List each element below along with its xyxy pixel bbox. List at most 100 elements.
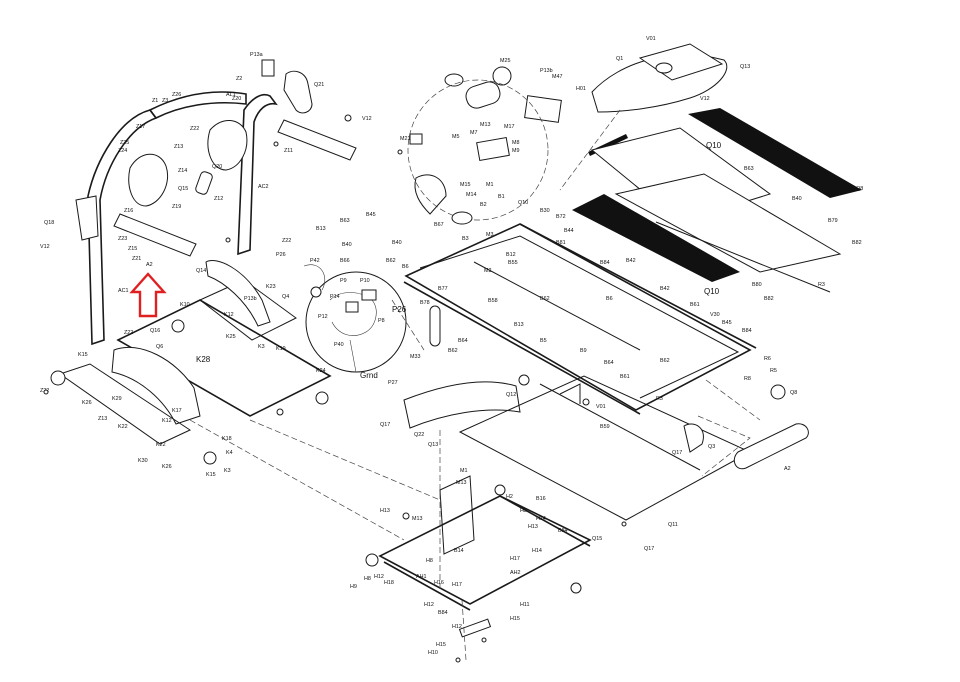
label-Grnd: Grnd bbox=[360, 371, 378, 380]
label-K3: K3 bbox=[258, 344, 265, 350]
lift-wheel-right bbox=[570, 582, 582, 594]
bolt bbox=[582, 398, 590, 406]
label-B3: B3 bbox=[462, 236, 469, 242]
label-K22b: K22 bbox=[156, 442, 166, 448]
label-B44: B44 bbox=[564, 228, 574, 234]
label-Q20: Q20 bbox=[212, 164, 222, 170]
label-H13: H13 bbox=[380, 508, 390, 514]
label-Q13: Q13 bbox=[428, 442, 438, 448]
label-Q17: Q17 bbox=[380, 422, 390, 428]
label-M13b: M13 bbox=[412, 516, 423, 522]
label-P13b: P13b bbox=[244, 296, 257, 302]
label-Q10c: Q10 bbox=[704, 287, 720, 296]
under-pan bbox=[403, 375, 752, 521]
label-B58: B58 bbox=[488, 298, 498, 304]
label-Z17: Z17 bbox=[136, 124, 145, 130]
label-B40: B40 bbox=[342, 242, 352, 248]
label-Z13: Z13 bbox=[174, 144, 183, 150]
label-B81: B81 bbox=[556, 240, 566, 246]
label-K3b: K3 bbox=[224, 468, 231, 474]
top-arch bbox=[148, 91, 247, 120]
base-plate bbox=[116, 299, 332, 417]
label-Z3: Z3 bbox=[162, 98, 168, 104]
label-H15b: H15 bbox=[436, 642, 446, 648]
rail-strip bbox=[539, 383, 701, 471]
label-H13b: H13 bbox=[528, 524, 538, 530]
label-P9: P9 bbox=[340, 278, 347, 284]
label-B61b: B61 bbox=[620, 374, 630, 380]
assembly-lines bbox=[189, 109, 761, 590]
arrow-marker bbox=[559, 383, 581, 404]
motor-bracket bbox=[476, 136, 510, 162]
label-B2: B2 bbox=[480, 202, 487, 208]
rear-bracket bbox=[683, 423, 704, 453]
label-B64: B64 bbox=[458, 338, 468, 344]
label-B62: B62 bbox=[386, 258, 396, 264]
label-Q10a: Q10 bbox=[518, 200, 528, 206]
label-R3b: R3 bbox=[818, 282, 825, 288]
label-Q13b: Q13 bbox=[740, 64, 750, 70]
label-P13c: P13b bbox=[540, 68, 553, 74]
label-H09: H9 bbox=[350, 584, 357, 590]
detail-circle bbox=[305, 271, 407, 373]
side-guard bbox=[75, 195, 99, 241]
connector-p10 bbox=[361, 289, 377, 301]
bottle bbox=[195, 171, 213, 195]
label-K4: K4 bbox=[226, 450, 233, 456]
bolt bbox=[455, 657, 461, 663]
label-H16: H16 bbox=[434, 580, 444, 586]
label-B41: B14 bbox=[454, 548, 464, 554]
label-P26b: P26 bbox=[392, 305, 407, 314]
label-B62c: B62 bbox=[448, 348, 458, 354]
label-Z20: Z20 bbox=[232, 96, 241, 102]
wheel-right bbox=[315, 391, 329, 405]
label-H8: H8 bbox=[426, 558, 433, 564]
label-K15b: K15 bbox=[206, 472, 216, 478]
label-V12a: V12 bbox=[362, 116, 372, 122]
label-R3: R3 bbox=[656, 396, 663, 402]
label-H11: H11 bbox=[520, 602, 530, 608]
label-H10: H10 bbox=[428, 650, 438, 656]
label-Q8: Q8 bbox=[790, 390, 797, 396]
lift-frame bbox=[365, 475, 592, 661]
label-P12: P12 bbox=[318, 314, 328, 320]
dash-line-1 bbox=[189, 419, 405, 541]
label-K12: K12 bbox=[224, 312, 234, 318]
m21-clip bbox=[409, 133, 423, 145]
label-M5: M5 bbox=[452, 134, 460, 140]
deck-crossbar bbox=[473, 261, 641, 351]
ring-terminal bbox=[310, 286, 322, 298]
label-B84b: B84 bbox=[558, 528, 568, 534]
label-V3: V01 bbox=[596, 404, 606, 410]
label-B66: B66 bbox=[340, 258, 350, 264]
label-M3: M3 bbox=[486, 232, 494, 238]
label-B62d: B62 bbox=[660, 358, 670, 364]
dash-line-6 bbox=[705, 379, 761, 421]
label-P10: P10 bbox=[360, 278, 370, 284]
label-B1: B1 bbox=[498, 194, 505, 200]
label-M47: M47 bbox=[552, 74, 563, 80]
label-H12c: H12 bbox=[452, 624, 462, 630]
label-B4: B84 bbox=[742, 328, 752, 334]
roller-guide bbox=[697, 415, 751, 477]
motor-dashed-outline bbox=[407, 79, 549, 221]
right-handle bbox=[283, 70, 313, 114]
label-R8: R8 bbox=[744, 376, 751, 382]
label-B61: B61 bbox=[690, 302, 700, 308]
label-B45b: B45 bbox=[722, 320, 732, 326]
label-Q4: Q4 bbox=[282, 294, 289, 300]
motor-hood-left bbox=[111, 346, 201, 425]
label-K24: K24 bbox=[316, 368, 326, 374]
label-H01: H01 bbox=[576, 86, 586, 92]
label-Q10b: Q10 bbox=[706, 141, 722, 150]
wire-p26 bbox=[303, 264, 326, 291]
label-AC2: AC2 bbox=[258, 184, 269, 190]
label-K25: K25 bbox=[226, 334, 236, 340]
label-P40: P40 bbox=[334, 342, 344, 348]
label-Q18: Q18 bbox=[44, 220, 54, 226]
label-Z12: Z12 bbox=[214, 196, 223, 202]
label-H12: H12 bbox=[374, 574, 384, 580]
label-B82b: B82 bbox=[764, 296, 774, 302]
part-labels: AC1 AC2 AL1 A2 Z1 Z3 Z26 Z17 Z25 Z24 Z13… bbox=[40, 36, 863, 656]
flywheel bbox=[492, 66, 512, 86]
